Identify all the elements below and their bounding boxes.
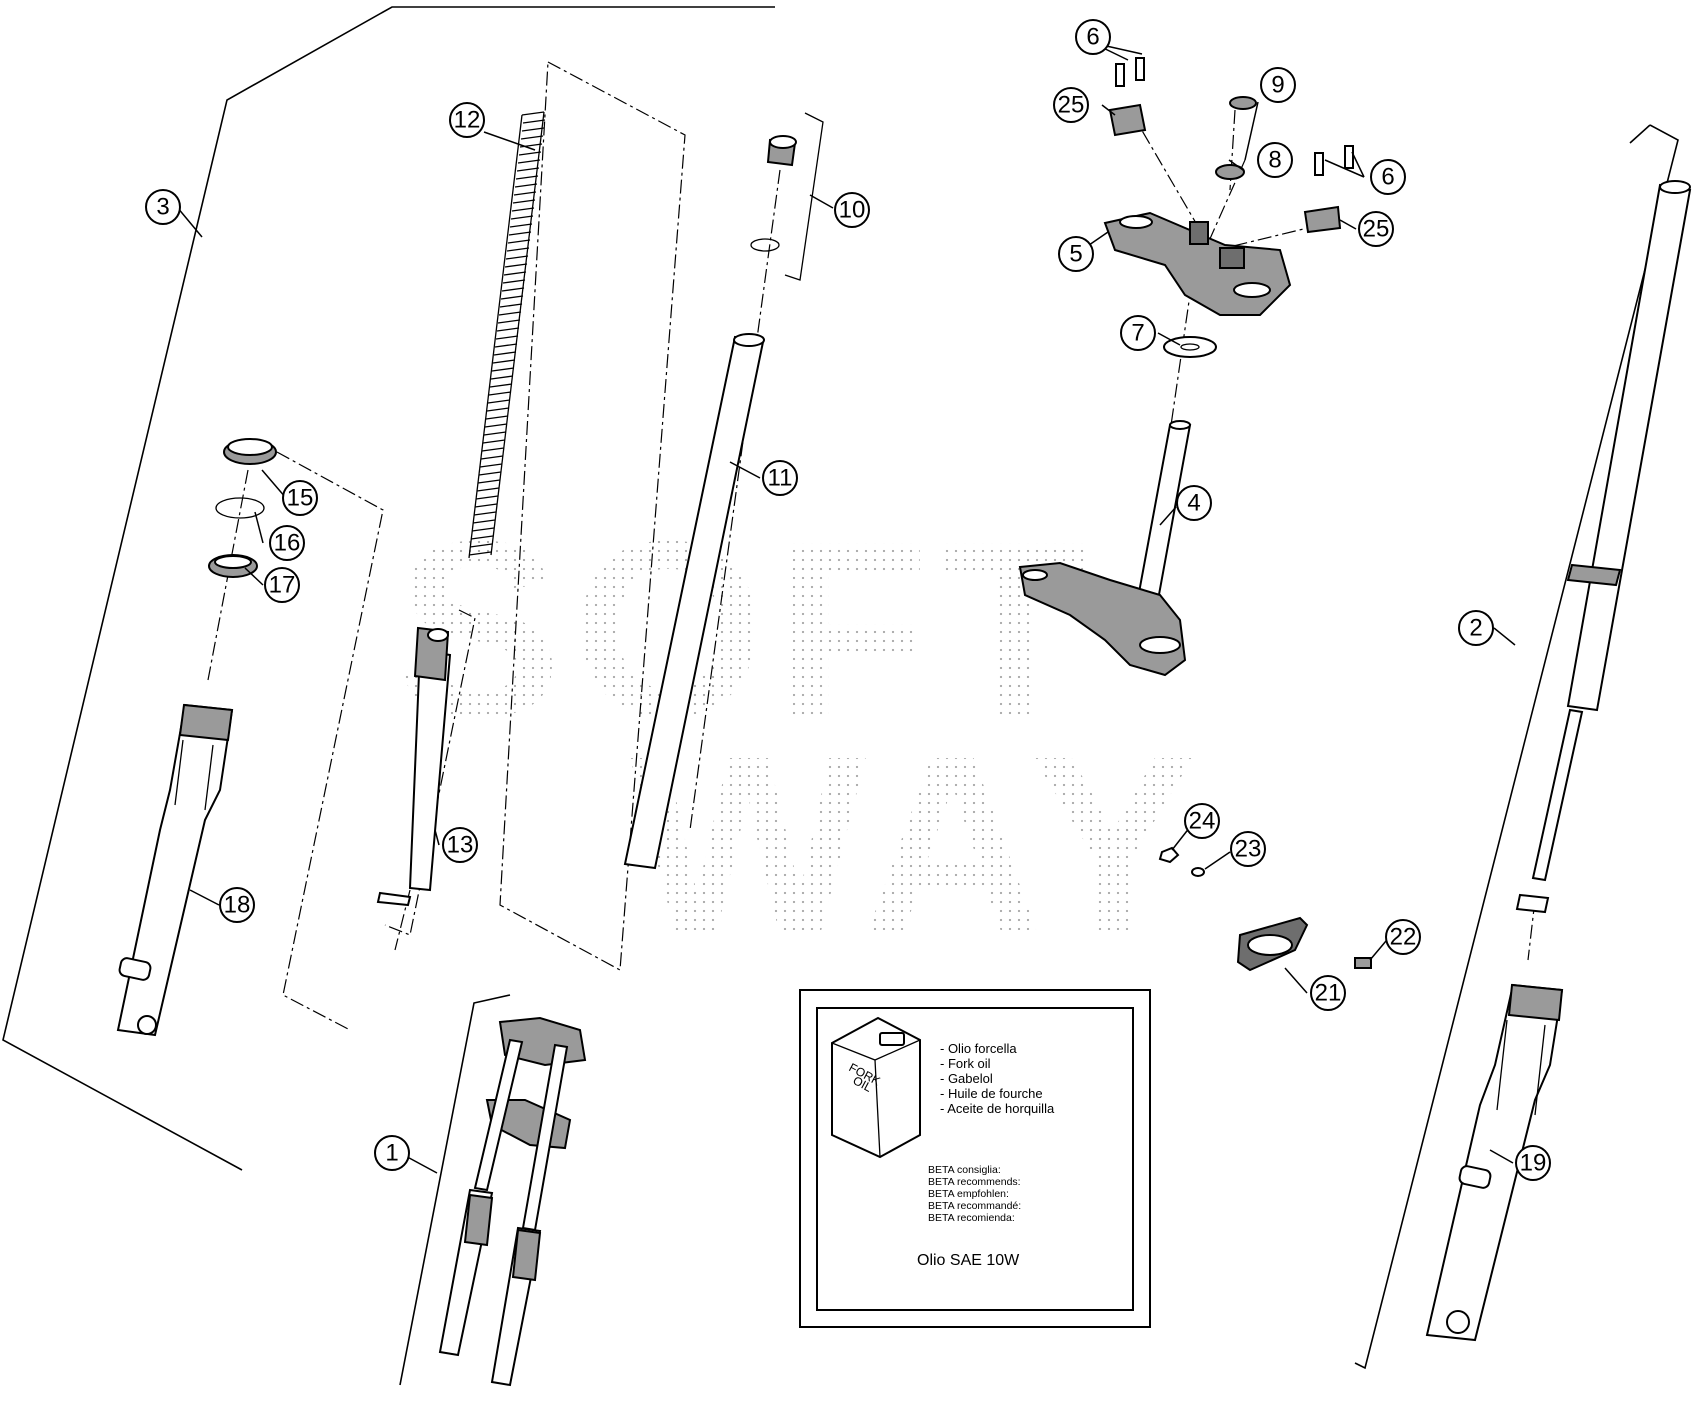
oil-spec: Olio SAE 10W: [917, 1252, 1020, 1269]
bolts-6: [1115, 57, 1354, 176]
callout-22-label: 22: [1390, 924, 1417, 951]
callout-13-label: 13: [447, 832, 474, 859]
washer-7: [1163, 336, 1217, 358]
callout-8: 8: [1257, 142, 1293, 178]
oil-recommendation-box: FORK OIL - Olio forcella - Fork oil - Ga…: [799, 989, 1151, 1328]
callout-22: 22: [1385, 919, 1421, 955]
callout-15: 15: [282, 480, 318, 516]
callout-19-label: 19: [1520, 1150, 1547, 1177]
oil-names-list: - Olio forcella - Fork oil - Gabelol - H…: [940, 1041, 1055, 1116]
upper-crown-5: [1103, 211, 1292, 316]
washer-9: [1229, 96, 1257, 110]
callout-6b-label: 6: [1381, 164, 1394, 191]
callout-4: 4: [1176, 485, 1212, 521]
callout-9-label: 9: [1271, 72, 1284, 99]
washer-23: [1191, 867, 1205, 877]
callout-21-label: 21: [1315, 980, 1342, 1007]
watermark-line2: WAY: [630, 704, 1207, 983]
callout-3-label: 3: [156, 194, 169, 221]
oil-name: - Fork oil: [940, 1056, 991, 1071]
callout-21: 21: [1310, 975, 1346, 1011]
watermark-line1: SOFT: [395, 489, 1102, 768]
callout-5: 5: [1058, 236, 1094, 272]
oil-name: - Gabelol: [940, 1071, 993, 1086]
callout-6b: 6: [1370, 159, 1406, 195]
recommend-line: BETA recommandé:: [928, 1200, 1021, 1212]
retaining-clip-16: [215, 497, 265, 519]
callout-17-label: 17: [269, 572, 296, 599]
callout-25b: 25: [1358, 211, 1394, 247]
callout-5-label: 5: [1069, 241, 1082, 268]
callout-23: 23: [1230, 831, 1266, 867]
callout-2: 2: [1458, 610, 1494, 646]
callout-16-label: 16: [274, 530, 301, 557]
lower-crown-4: [1018, 420, 1192, 677]
callout-8-label: 8: [1268, 147, 1281, 174]
callout-19: 19: [1515, 1145, 1551, 1181]
oil-seal-17: [208, 554, 258, 578]
cartridge-13: [376, 626, 452, 907]
callout-18: 18: [219, 887, 255, 923]
callout-17: 17: [264, 567, 300, 603]
callout-16: 16: [269, 525, 305, 561]
callout-7-label: 7: [1131, 320, 1144, 347]
group-frames: [2, 6, 1679, 1386]
washer-8: [1215, 164, 1245, 180]
callout-25a-label: 25: [1058, 92, 1085, 119]
lower-leg-18: [116, 703, 234, 1037]
callout-13: 13: [442, 827, 478, 863]
oil-name: - Olio forcella: [940, 1041, 1017, 1056]
lower-leg-19: [1425, 983, 1564, 1342]
tube-11: [623, 333, 765, 870]
recommend-line: BETA recommends:: [928, 1176, 1021, 1188]
fork-leg-2: [1515, 180, 1692, 914]
callout-9: 9: [1260, 67, 1296, 103]
clamp-25a: [1108, 103, 1147, 137]
callout-11-label: 11: [768, 465, 793, 492]
callout-1: 1: [374, 1135, 410, 1171]
nut-24: [1158, 846, 1180, 864]
callout-24: 24: [1184, 803, 1220, 839]
clamp-25b: [1303, 205, 1342, 234]
fork-assembly-1: [438, 1016, 587, 1387]
watermark: SOFT WAY: [395, 489, 1207, 983]
cap-10: [750, 135, 797, 252]
recommend-line: BETA empfohlen:: [928, 1188, 1009, 1200]
callout-6a-label: 6: [1086, 24, 1099, 51]
callout-1-label: 1: [385, 1140, 398, 1167]
callout-15-label: 15: [287, 485, 314, 512]
callout-18-label: 18: [224, 892, 251, 919]
oil-name: - Aceite de horquilla: [940, 1101, 1055, 1116]
callout-3: 3: [145, 189, 181, 225]
spring-12: [468, 111, 546, 559]
callout-4-label: 4: [1187, 490, 1200, 517]
callout-10: 10: [834, 192, 870, 228]
callout-10-label: 10: [839, 197, 866, 224]
clamp-21: [1236, 916, 1309, 972]
recommend-line: BETA consiglia:: [928, 1164, 1001, 1176]
callout-12: 12: [449, 102, 485, 138]
oil-name: - Huile de fourche: [940, 1086, 1043, 1101]
bolt-22: [1354, 957, 1372, 969]
dust-seal-15: [223, 438, 277, 465]
callout-2-label: 2: [1469, 615, 1482, 642]
callout-23-label: 23: [1235, 836, 1262, 863]
recommend-line: BETA recomienda:: [928, 1212, 1015, 1224]
callout-12-label: 12: [454, 107, 481, 134]
callout-7: 7: [1120, 315, 1156, 351]
callout-6a: 6: [1075, 19, 1111, 55]
leader-lines: [176, 42, 1516, 1174]
oil-can-icon: FORK OIL: [831, 1016, 921, 1159]
callout-25a: 25: [1053, 87, 1089, 123]
recommend-list: BETA consiglia: BETA recommends: BETA em…: [928, 1164, 1021, 1224]
callout-11: 11: [762, 460, 798, 496]
callout-24-label: 24: [1189, 808, 1216, 835]
callout-25b-label: 25: [1363, 216, 1390, 243]
